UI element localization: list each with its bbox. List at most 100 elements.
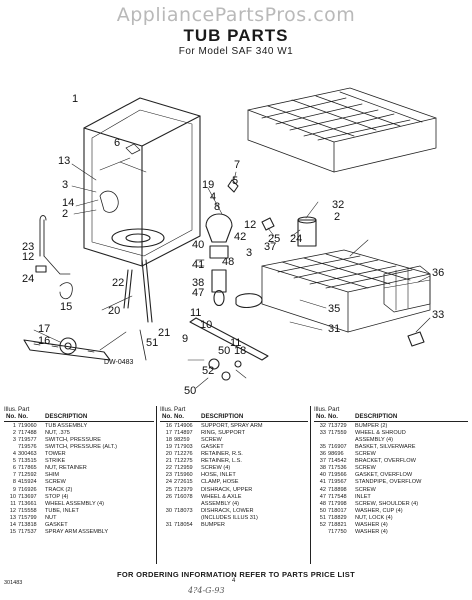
callout-5: 5 <box>232 175 238 187</box>
illus-number: 50 <box>319 507 326 514</box>
illus-number: 6 <box>12 465 16 472</box>
part-description: ASSEMBLY (4) <box>355 437 394 444</box>
table-divider <box>156 406 157 564</box>
illus-number: 19 <box>165 444 172 451</box>
callout-31: 33 <box>432 309 444 321</box>
part-number: 712979 <box>174 486 193 493</box>
part-number: 712276 <box>174 451 193 458</box>
part-description: GASKET, OVERFLOW <box>355 472 413 479</box>
callout-12: 12 <box>244 219 256 231</box>
part-number: 717536 <box>328 465 347 472</box>
part-description: NUT, .375 <box>45 430 70 437</box>
part-description: SHIM <box>45 472 59 479</box>
part-number: 716078 <box>174 493 193 500</box>
part-number <box>328 437 355 444</box>
illus-number: 15 <box>9 528 16 535</box>
header-part-no: No. <box>328 413 338 421</box>
illus-number: 10 <box>9 493 16 500</box>
callout-50: 50 <box>184 385 196 397</box>
part-description: WHEEL ASSEMBLY (4) <box>45 500 104 507</box>
part-number: 713661 <box>18 500 37 507</box>
callout-14: 14 <box>62 197 74 209</box>
header-part-no: No. <box>18 413 28 421</box>
part-number: 717903 <box>174 444 193 451</box>
illus-number: 51 <box>319 514 326 521</box>
callout-6: 6 <box>114 137 120 149</box>
part-number: 719060 <box>18 423 37 430</box>
illus-number: 41 <box>319 479 326 486</box>
part-number: 717998 <box>328 500 347 507</box>
callout-3b: 3 <box>246 247 252 259</box>
illus-number: 32 <box>319 423 326 430</box>
table-row: ASSEMBLY (4) <box>314 437 468 444</box>
part-description: NUT <box>45 514 57 521</box>
callout-23: 23 <box>22 241 34 253</box>
illus-number: 20 <box>165 451 172 458</box>
part-number: 719577 <box>18 437 37 444</box>
exploded-diagram: 1 6 13 3 14 2 7 5 19 4 8 12 25 24 32 2 4… <box>22 87 444 397</box>
part-description: STANDPIPE, OVERFLOW <box>355 479 422 486</box>
header-description: DESCRIPTION <box>201 413 244 421</box>
callout-20: 20 <box>108 305 120 317</box>
header-description: DESCRIPTION <box>355 413 398 421</box>
illus-number: 31 <box>165 521 172 528</box>
header-part: Part <box>174 406 186 413</box>
doc-code: 301483 <box>4 580 23 586</box>
callout-25: 24 <box>290 233 302 245</box>
part-description: GASKET <box>45 521 68 528</box>
callout-2b: 2 <box>334 211 340 223</box>
part-description: SWITCH, PRESSURE (ALT.) <box>45 444 117 451</box>
part-number <box>174 515 201 522</box>
part-description: DISHRACK, UPPER <box>201 486 253 493</box>
callout-10: 10 <box>200 319 212 331</box>
part-number: 98259 <box>174 437 190 444</box>
callout-42: 47 <box>192 287 204 299</box>
illus-number: 33 <box>319 430 326 437</box>
part-description: NUT, RETAINER <box>45 465 87 472</box>
part-description: SCREW, SHOULDER (4) <box>355 500 419 507</box>
diagram-code: DW-0483 <box>104 359 134 366</box>
table-divider <box>310 406 311 564</box>
page-subtitle: For Model SAF 340 W1 <box>178 46 294 57</box>
part-number: 415924 <box>18 479 37 486</box>
part-description: RETAINER, R.S. <box>201 451 243 458</box>
part-number: 713818 <box>18 521 37 528</box>
callout-36: 37 <box>264 241 276 253</box>
illus-number: 16 <box>165 423 172 430</box>
page-number: 4 <box>232 578 236 584</box>
callout-2: 2 <box>62 208 68 220</box>
illus-number: 47 <box>319 493 326 500</box>
illus-number: 35 <box>319 444 326 451</box>
part-number: 718054 <box>174 521 193 528</box>
upper-dishrack-drawing <box>247 87 437 173</box>
illus-number: 48 <box>319 500 326 507</box>
illus-number: 18 <box>165 437 172 444</box>
part-description: TRACK (2) <box>45 486 73 493</box>
callout-47: 48 <box>222 256 234 268</box>
illus-number: 36 <box>319 451 326 458</box>
part-number: 712275 <box>174 458 193 465</box>
callout-11: 11 <box>190 307 201 319</box>
callout-38: 40 <box>192 239 204 251</box>
callout-32: 32 <box>332 199 344 211</box>
